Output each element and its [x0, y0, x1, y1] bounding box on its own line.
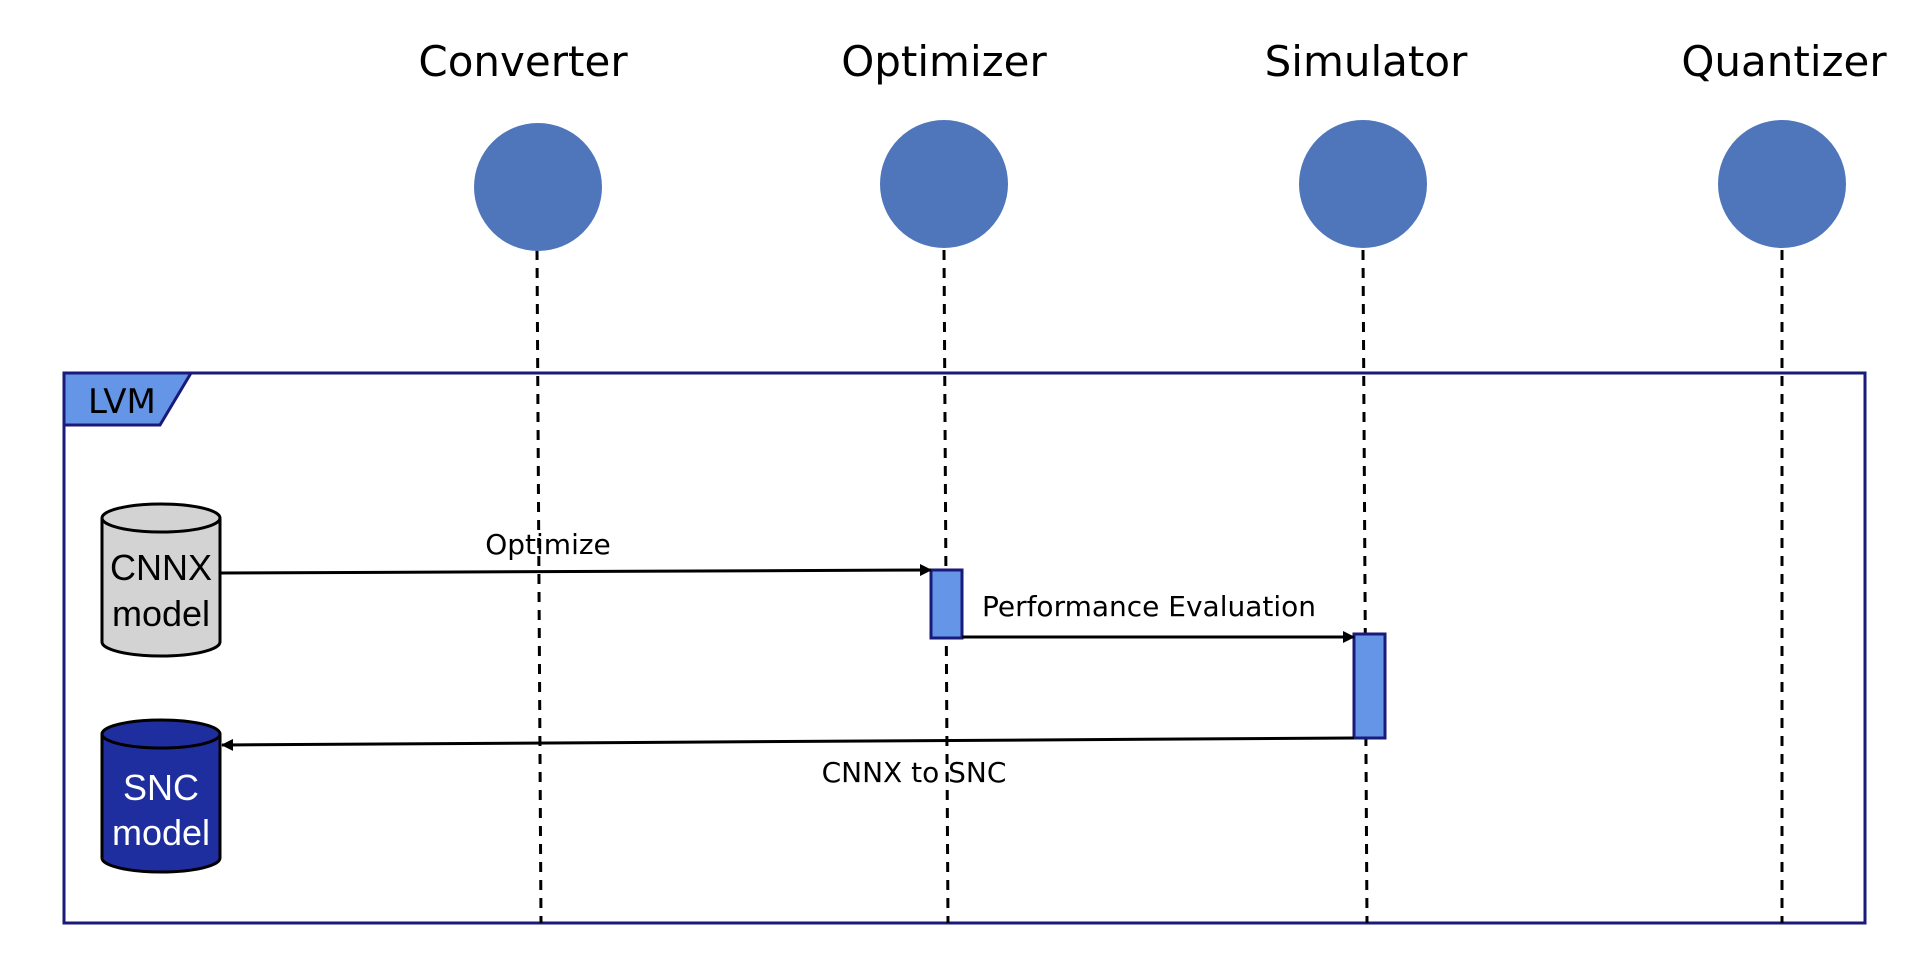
actor-quantizer	[1718, 120, 1846, 248]
actor-label-simulator: Simulator	[1265, 37, 1468, 86]
message-arrow-cnnx-to-snc	[221, 736, 1355, 751]
lvm-frame	[62, 371, 1867, 925]
lvm-frame-tab	[62, 371, 194, 427]
lifeline-simulator	[1361, 249, 1369, 924]
actor-label-quantizer: Quantizer	[1681, 37, 1887, 86]
message-label-cnnx-to-snc: CNNX to SNC	[822, 756, 1007, 789]
optimizer-activation	[929, 568, 964, 640]
cnnx-model-label-line2: model	[112, 593, 210, 634]
cnnx-model-label-line1: CNNX	[110, 547, 212, 588]
actor-optimizer	[880, 120, 1008, 248]
actor-label-converter: Converter	[418, 37, 628, 86]
lifeline-optimizer	[942, 249, 950, 924]
message-label-performance-evaluation: Performance Evaluation	[982, 590, 1316, 623]
message-arrow-optimize	[219, 564, 932, 577]
actor-simulator	[1299, 120, 1427, 248]
lvm-frame-label: LVM	[88, 382, 156, 422]
simulator-activation	[1352, 632, 1387, 740]
snc-model-label-line2: model	[112, 812, 210, 853]
cnnx-model-database: CNNX model	[100, 502, 222, 658]
actor-converter	[474, 123, 602, 251]
lifeline-converter	[535, 249, 543, 924]
message-label-optimize: Optimize	[485, 528, 611, 561]
snc-model-database: SNC model	[100, 718, 222, 874]
snc-model-label-line1: SNC	[123, 767, 199, 808]
actor-label-optimizer: Optimizer	[841, 37, 1047, 86]
